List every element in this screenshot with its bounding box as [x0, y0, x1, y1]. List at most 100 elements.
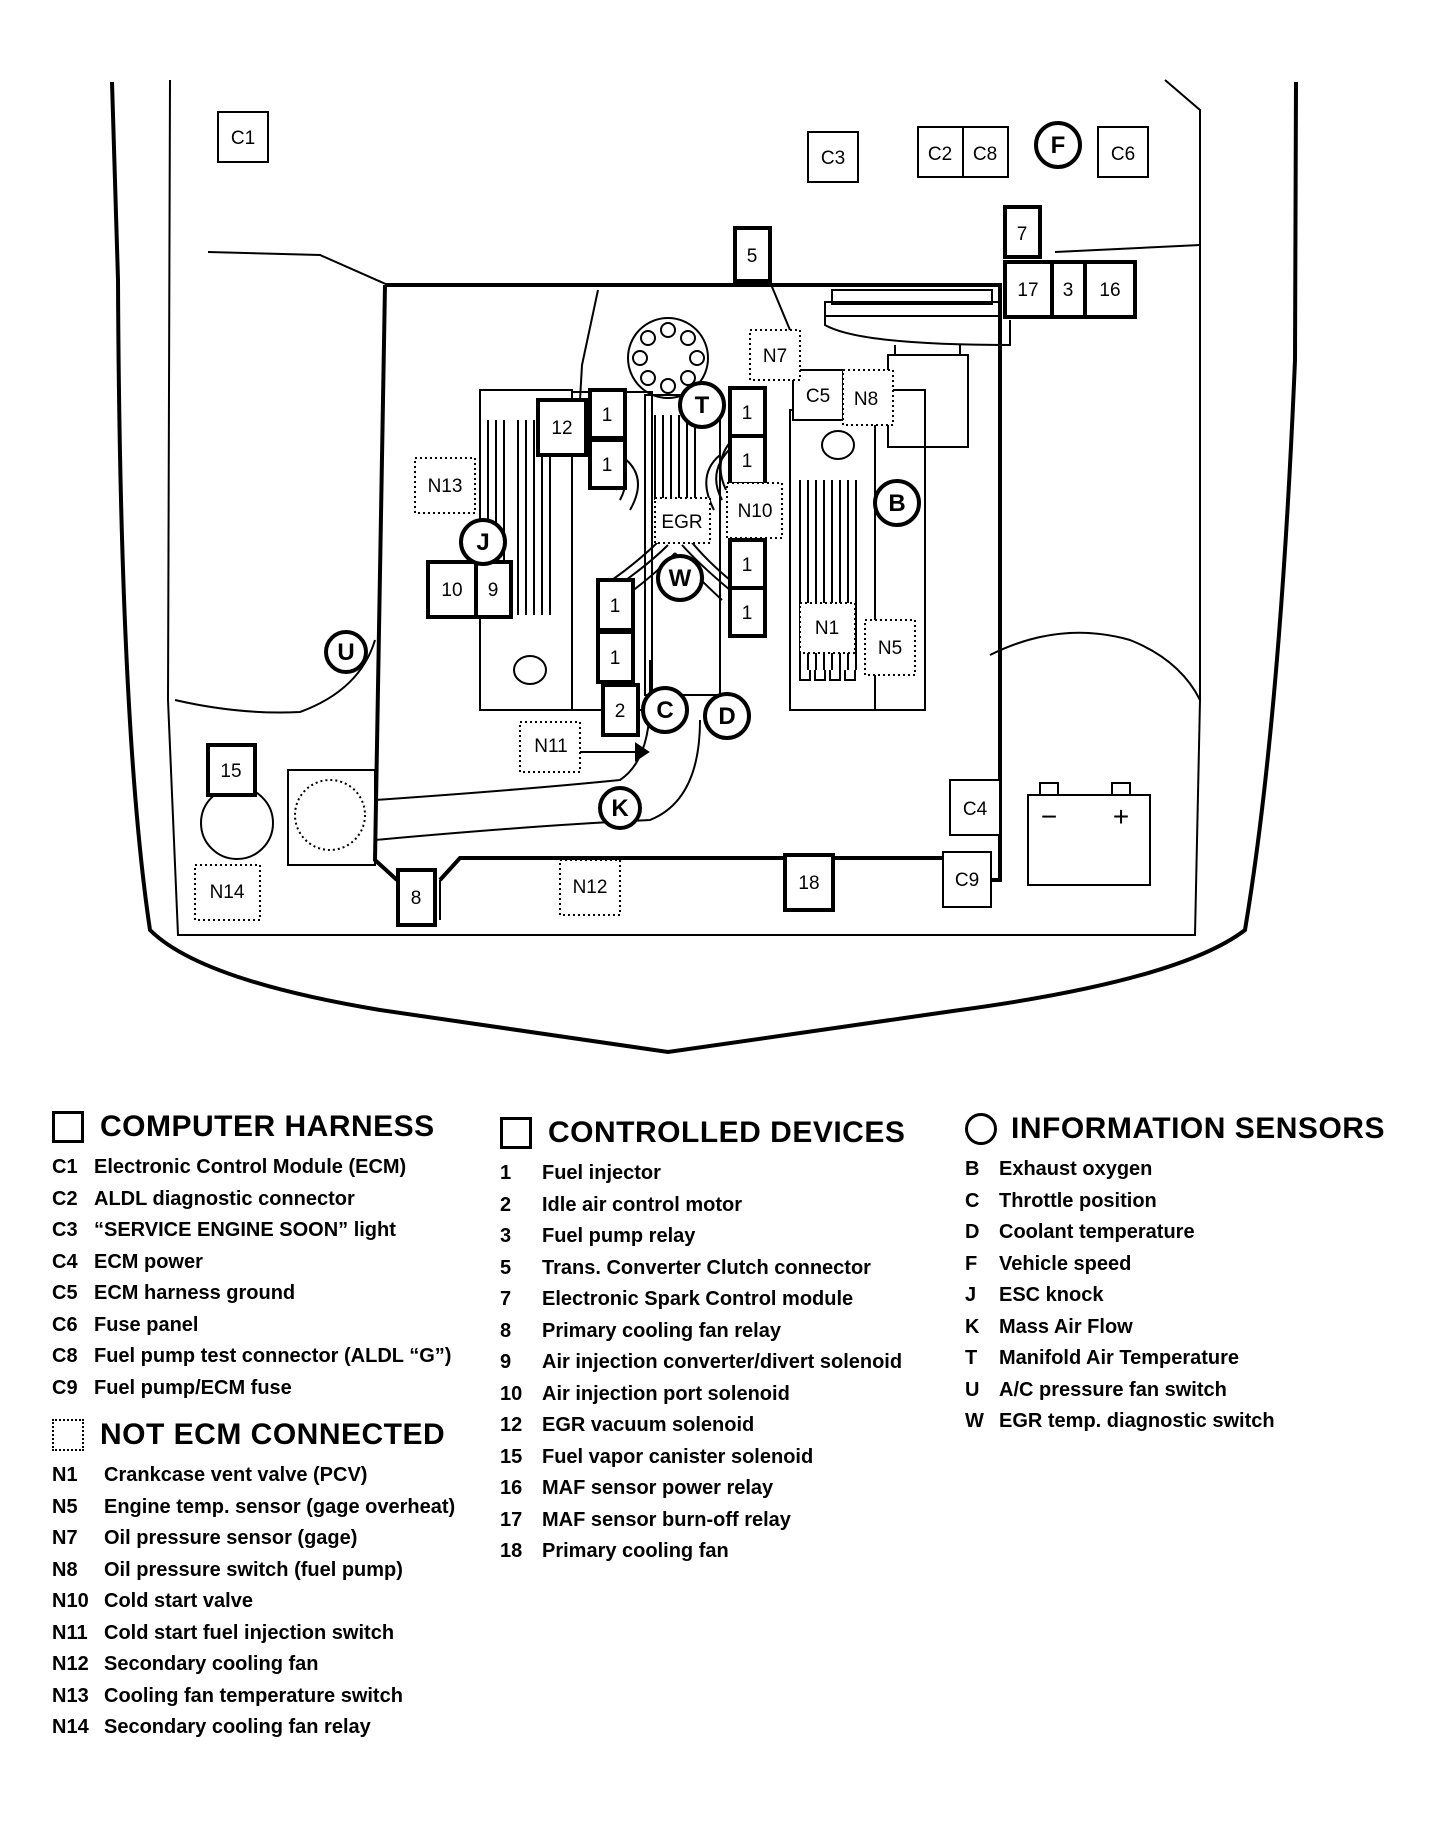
- label-C2: C2: [928, 144, 952, 165]
- label-C6: C6: [1111, 144, 1135, 165]
- legend-item-code: D: [965, 1221, 980, 1244]
- label-1f: 1: [742, 603, 753, 624]
- label-15: 15: [220, 761, 241, 782]
- square-symbol-icon: [500, 1117, 532, 1149]
- legend-item-description: EGR vacuum solenoid: [542, 1414, 755, 1437]
- legend-item-code: F: [965, 1252, 978, 1275]
- legend-item-code: 5: [500, 1256, 512, 1279]
- legend-item-code: 18: [500, 1540, 523, 1563]
- legend-item-description: EGR temp. diagnostic switch: [999, 1410, 1275, 1433]
- box-5: [733, 226, 772, 283]
- box-8: [396, 868, 437, 927]
- legend-item-description: Fuel pump/ECM fuse: [94, 1376, 292, 1399]
- box-16: [1083, 260, 1137, 319]
- label-C1: C1: [231, 128, 255, 149]
- legend-item-code: N7: [52, 1527, 78, 1550]
- legend-item-code: 3: [500, 1225, 512, 1248]
- box-7: [1003, 205, 1042, 259]
- legend-item-code: B: [965, 1158, 980, 1181]
- legend-item-description: Crankcase vent valve (PCV): [104, 1464, 368, 1487]
- box-N12: [559, 859, 621, 916]
- legend-item-description: ESC knock: [999, 1284, 1104, 1307]
- legend-item-description: Air injection converter/divert solenoid: [542, 1351, 903, 1374]
- legend-item-code: 1: [500, 1162, 512, 1185]
- legend-item-code: C4: [52, 1250, 78, 1273]
- box-C2: [917, 126, 964, 178]
- box-C6: [1097, 126, 1149, 178]
- label-1d: 1: [742, 451, 753, 472]
- engine-compartment-diagram: C1 C3 C2 C8 C6 C5 C4 C9 5 7 17 3 16 12 1…: [110, 79, 1298, 1055]
- box-N11: [519, 721, 581, 773]
- legend-item-code: C3: [52, 1219, 78, 1242]
- box-N14: [194, 864, 261, 921]
- legend-item-description: Manifold Air Temperature: [999, 1347, 1240, 1370]
- box-C1: [217, 111, 269, 163]
- legend-item-description: Fuel pump relay: [542, 1225, 696, 1248]
- label-1c: 1: [742, 403, 753, 424]
- label-C9: C9: [955, 870, 979, 891]
- box-1h: [596, 630, 635, 684]
- box-C4: [949, 779, 1001, 836]
- label-J: J: [476, 529, 489, 556]
- sensor-D: [703, 692, 751, 740]
- label-N5: N5: [878, 638, 902, 659]
- box-N5: [864, 619, 916, 676]
- box-1b: [588, 438, 627, 490]
- label-C: C: [656, 697, 673, 724]
- label-1a: 1: [602, 405, 613, 426]
- box-C3: [807, 131, 859, 183]
- legend-item-description: Air injection port solenoid: [542, 1382, 790, 1405]
- legend-item-description: Secondary cooling fan: [104, 1653, 319, 1676]
- legend-item-code: 17: [500, 1508, 523, 1531]
- legend-item-code: C9: [52, 1376, 78, 1399]
- legend-item-description: Oil pressure switch (fuel pump): [104, 1558, 403, 1581]
- sensor-U: [324, 630, 368, 674]
- legend-item-description: Exhaust oxygen: [999, 1158, 1153, 1181]
- label-1h: 1: [610, 648, 621, 669]
- label-3: 3: [1063, 280, 1074, 301]
- label-T: T: [695, 392, 710, 419]
- box-15: [206, 743, 257, 797]
- legend-item: N13 Cooling fan temperature switch: [52, 1681, 455, 1713]
- sensor-C: [641, 686, 689, 734]
- legend-item-description: Fuel pump test connector (ALDL “G”): [94, 1345, 452, 1368]
- label-1e: 1: [742, 555, 753, 576]
- label-18: 18: [798, 873, 819, 894]
- label-N11: N11: [534, 736, 567, 757]
- box-N8: [842, 369, 894, 426]
- label-C4: C4: [963, 799, 988, 820]
- legend-item-description: Cooling fan temperature switch: [104, 1684, 403, 1707]
- legend-item-code: N14: [52, 1716, 89, 1739]
- legend-item-code: N13: [52, 1684, 89, 1707]
- legend-item-description: Vehicle speed: [999, 1252, 1132, 1275]
- dotted-square-symbol-icon: [52, 1419, 84, 1451]
- label-N13: N13: [428, 476, 463, 497]
- legend-item-code: C: [965, 1189, 980, 1212]
- label-D: D: [718, 703, 735, 730]
- legend-item-description: Electronic Control Module (ECM): [94, 1156, 407, 1179]
- legend-item-description: Cold start valve: [104, 1590, 253, 1613]
- box-N1: [799, 602, 856, 654]
- legend-item: C9 Fuel pump/ECM fuse: [52, 1373, 455, 1405]
- sensor-F: [1034, 121, 1082, 169]
- legend-item-description: MAF sensor power relay: [542, 1477, 774, 1500]
- legend-item: C3“SERVICE ENGINE SOON” light: [52, 1215, 455, 1247]
